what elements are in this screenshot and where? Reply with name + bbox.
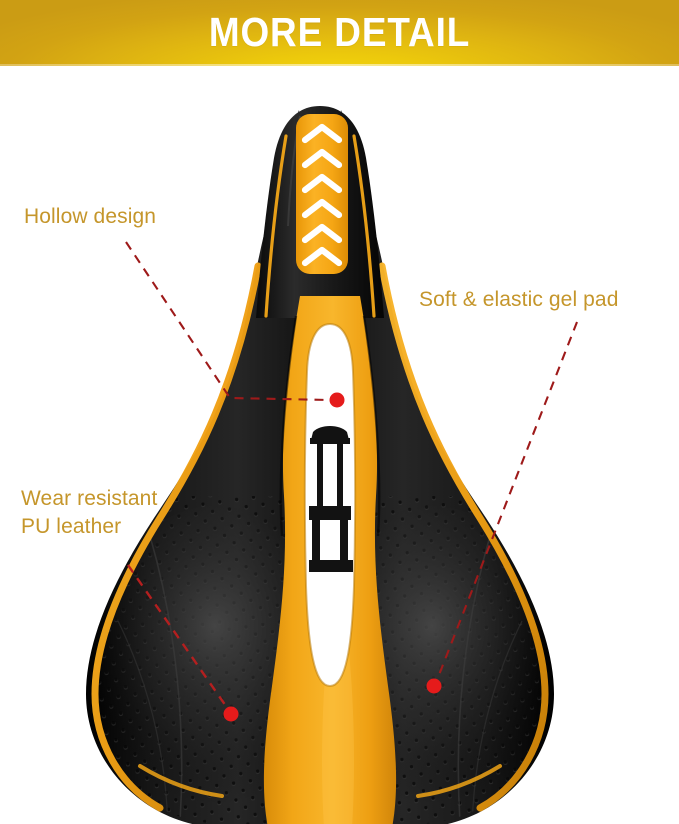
chevron-icon-group xyxy=(301,123,343,267)
hollow-cutout xyxy=(303,322,357,688)
nose-chevron-panel xyxy=(296,114,348,274)
header-banner: MORE DETAIL xyxy=(0,0,679,66)
callout-label-wear-resistant-pu-leather: Wear resistant PU leather xyxy=(21,487,158,538)
product-image-stage xyxy=(0,66,679,824)
page-title: MORE DETAIL xyxy=(208,9,471,55)
saddle-rail-hardware xyxy=(309,426,353,572)
callout-label-hollow-design: Hollow design xyxy=(24,205,157,228)
callout-label-soft-elastic-gel-pad: Soft & elastic gel pad xyxy=(419,288,619,311)
bicycle-saddle-illustration xyxy=(86,106,554,824)
